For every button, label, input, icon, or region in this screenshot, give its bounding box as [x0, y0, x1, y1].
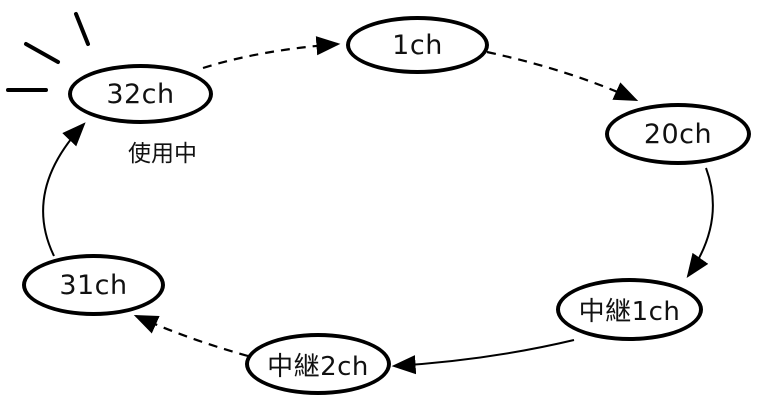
node-1ch-label: 1ch — [392, 29, 443, 61]
node-20ch-label: 20ch — [643, 118, 713, 150]
in-use-label: 使用中 — [128, 141, 197, 167]
node-32ch: 32ch — [68, 64, 213, 124]
node-relay-2ch: 中継2ch — [245, 333, 391, 395]
node-20ch: 20ch — [605, 103, 751, 165]
arrow-32ch-to-1ch — [202, 36, 341, 70]
arrow-relay2-to-31ch — [133, 314, 249, 358]
node-relay-1ch-label: 中継1ch — [578, 297, 681, 327]
node-relay-2ch-label: 中継2ch — [267, 351, 369, 382]
arrow-1ch-to-20ch — [486, 50, 639, 102]
node-1ch: 1ch — [346, 16, 489, 74]
arrow-31ch-to-32ch — [42, 122, 86, 257]
arrow-20ch-to-relay1 — [686, 167, 714, 278]
node-32ch-label: 32ch — [106, 78, 175, 110]
signal-rays-icon — [6, 12, 90, 92]
node-relay-1ch: 中継1ch — [556, 278, 703, 341]
node-31ch: 31ch — [22, 254, 165, 316]
arrow-relay1-to-relay2 — [391, 339, 575, 375]
node-31ch-label: 31ch — [59, 269, 128, 301]
